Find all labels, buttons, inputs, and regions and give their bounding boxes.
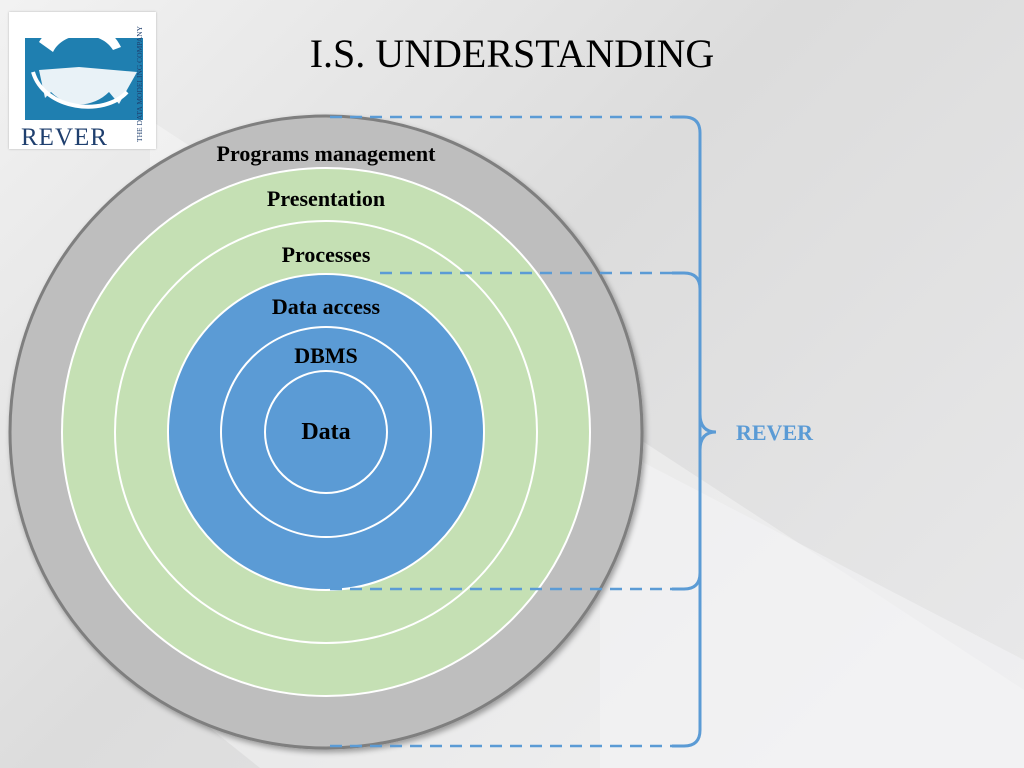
rever-logo-mark <box>25 22 143 120</box>
label-data-access: Data access <box>271 294 381 319</box>
label-programs-management: Programs management <box>216 141 436 166</box>
label-presentation: Presentation <box>266 186 386 211</box>
label-data: Data <box>301 419 351 445</box>
slide-title: I.S. UNDERSTANDING <box>309 31 715 76</box>
logo-wordmark: REVER <box>21 124 108 151</box>
bracket-inner <box>672 271 702 591</box>
label-processes: Processes <box>281 242 371 267</box>
bracket-label-rever: REVER <box>736 420 814 445</box>
ring-data <box>264 370 388 494</box>
dashed-guide-lines <box>330 115 672 748</box>
rever-logo: REVER THE DATA MODELING COMPANY <box>9 12 156 151</box>
bracket-outer <box>672 115 717 748</box>
label-dbms: DBMS <box>294 343 358 368</box>
